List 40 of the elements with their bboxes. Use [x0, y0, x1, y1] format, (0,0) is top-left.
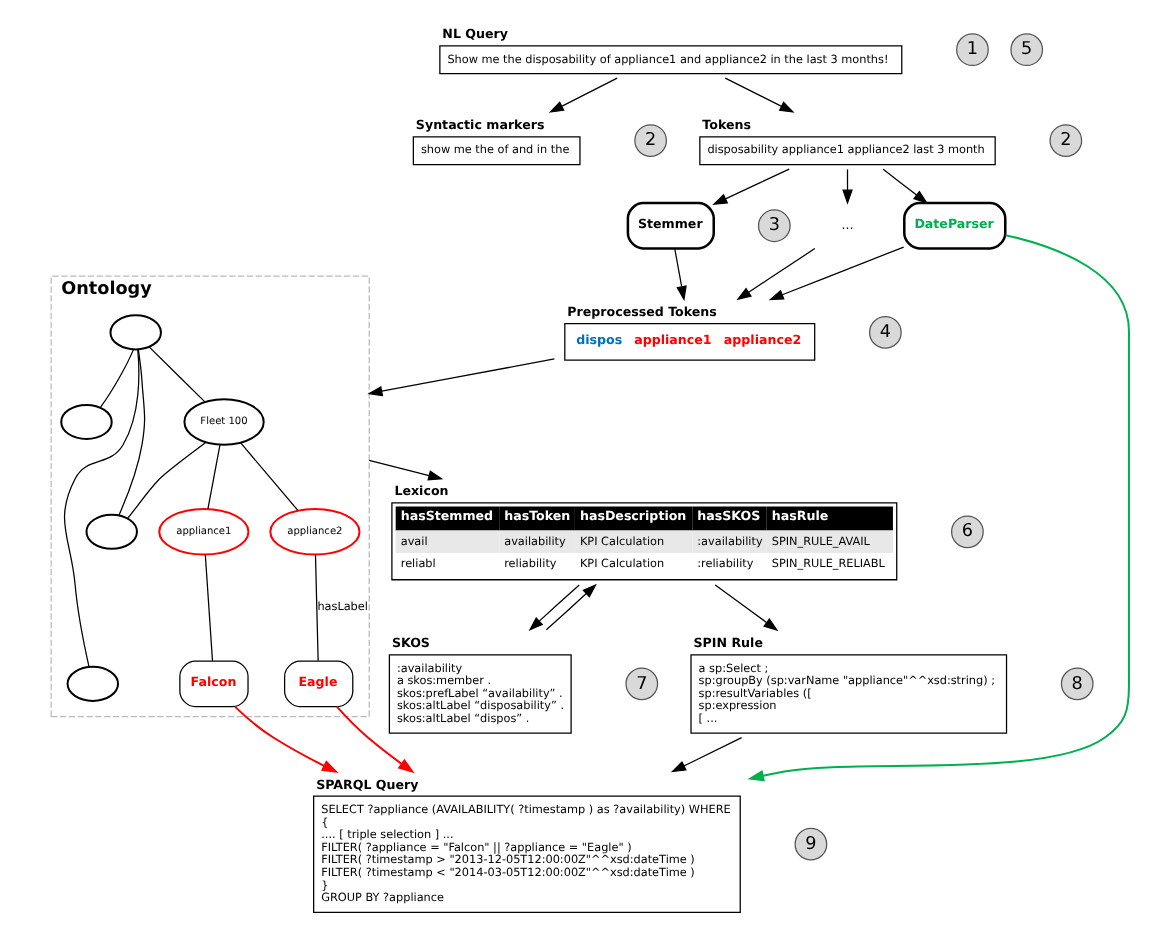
node-circle: 4	[868, 316, 902, 349]
arrow	[234, 706, 339, 773]
connector	[207, 444, 221, 510]
node-circle: 3	[757, 209, 791, 243]
connector	[127, 441, 207, 519]
arrow	[528, 584, 580, 632]
node-circle: 6	[951, 515, 984, 549]
arrow	[747, 234, 1130, 782]
node-ellipse	[109, 314, 162, 351]
connector	[63, 349, 140, 668]
node-circle: 9	[794, 827, 828, 861]
arrow	[724, 77, 795, 113]
arrow	[674, 247, 687, 302]
connector	[148, 346, 206, 403]
node-circle: 2	[1049, 124, 1083, 157]
arrow	[670, 737, 743, 773]
arrow	[712, 168, 790, 206]
arrow	[548, 77, 618, 113]
arrow	[736, 247, 816, 301]
connector	[240, 442, 299, 512]
connector	[204, 554, 214, 662]
connector	[99, 349, 135, 408]
node-circle: 8	[1060, 667, 1094, 701]
node-circle: 5	[1010, 33, 1044, 67]
node-ellipse	[66, 665, 120, 702]
node-circle: 2	[634, 124, 668, 157]
arrow	[367, 358, 556, 397]
arrow	[336, 705, 415, 774]
connector	[118, 348, 146, 516]
node-circle: 7	[625, 667, 659, 701]
node-ellipse	[85, 513, 138, 550]
node-ellipse	[60, 403, 113, 441]
node-circle: 1	[956, 33, 989, 67]
arrow	[882, 168, 929, 204]
arrow	[768, 246, 905, 301]
connector	[314, 554, 319, 662]
arrow	[545, 583, 597, 631]
arrow	[714, 584, 779, 632]
arrow	[842, 168, 853, 205]
arrow	[368, 459, 444, 481]
